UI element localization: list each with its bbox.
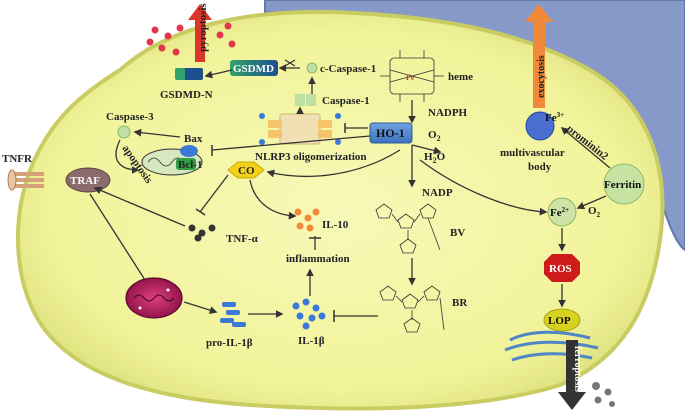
- traf-to-nucleus-line: [89, 193, 146, 281]
- ferritin-label: Ferritin: [604, 179, 641, 191]
- ho1-to-fe2-arrow: [419, 159, 548, 216]
- tnfa-label: TNF-α: [226, 233, 259, 245]
- il1b-dots: [292, 298, 326, 330]
- ferritin-to-fe2-arrow: [576, 195, 607, 210]
- c-caspase1-label: c-Caspase-1: [320, 63, 376, 75]
- gsdmd-n-pore: [175, 68, 203, 80]
- fe3-label: Fe3+: [545, 111, 564, 124]
- ros-label: ROS: [549, 263, 572, 275]
- ho1-label: HO-1: [376, 126, 405, 140]
- br-molecule: [379, 285, 445, 333]
- body-label: body: [528, 161, 552, 173]
- tnfa-dots: [188, 224, 216, 242]
- ferroptosis-debris: [592, 382, 615, 407]
- mitochondrion-bcl1: [141, 145, 203, 176]
- pyroptosis-release-dots: [146, 22, 236, 56]
- bv-label: BV: [450, 227, 465, 239]
- ho1-enzyme: HO-1: [369, 122, 413, 144]
- bax-label: Bax: [184, 133, 203, 145]
- er-stack: [504, 330, 599, 362]
- bv-molecule: [375, 203, 441, 254]
- ferroptosis-label: ferroptosis: [572, 346, 583, 392]
- gsdmd-n-label: GSDMD-N: [160, 89, 213, 101]
- exocytosis-label: exocytosis: [536, 55, 547, 98]
- cell-membrane: [16, 9, 665, 411]
- multivascular-body: Fe3+: [525, 111, 564, 141]
- co-inhibit-tnfa-bar: [195, 208, 206, 216]
- pro-il1b-label: pro-IL-1β: [206, 337, 253, 349]
- c-caspase1-dot: [306, 62, 318, 74]
- pro-il1b-icon: [220, 302, 246, 327]
- traf-protein: TRAF: [65, 167, 111, 193]
- fe2-label: Fe2+: [550, 206, 569, 219]
- co-molecule: CO: [227, 161, 265, 179]
- lop-label: LOP: [548, 315, 571, 327]
- gsdmd-protein: GSDMD: [230, 60, 278, 76]
- apoptosis-arrow: [115, 139, 140, 174]
- co-to-il10-arrow: [249, 179, 297, 220]
- caspase1-protein: [295, 94, 316, 106]
- gsdmd-label: GSDMD: [233, 63, 274, 75]
- il10-dots: [294, 208, 320, 232]
- il1b-label: IL-1β: [298, 335, 325, 347]
- co-inhibit-tnfa: [199, 174, 229, 213]
- caspase3-label: Caspase-3: [106, 111, 154, 123]
- il10-label: IL-10: [322, 219, 349, 231]
- tnfr-label: TNFR: [2, 153, 33, 165]
- fe2-ion: Fe2+: [547, 197, 577, 227]
- o2b-label: O2: [588, 205, 601, 219]
- ho1-inhibit-bax: [211, 135, 371, 151]
- ros: ROS: [544, 254, 580, 282]
- multivascular-label: multivascular: [500, 147, 565, 159]
- ferroptosis-arrow: ferroptosis: [558, 340, 586, 410]
- co-label: CO: [238, 165, 255, 177]
- traf-label: TRAF: [70, 175, 100, 187]
- o2-label: O2: [428, 129, 441, 143]
- nlrp3-complex: [259, 113, 341, 145]
- ho1-to-co-arrow: [266, 149, 401, 178]
- pyroptosis-label: pyroptosis: [197, 3, 209, 52]
- ferritin-to-mvb-arrow: [560, 127, 611, 169]
- heme-label: heme: [448, 71, 473, 83]
- h2o-label: H2O: [424, 151, 446, 165]
- tnfr-receptor: [7, 169, 44, 191]
- caspase1-label: Caspase-1: [322, 95, 370, 107]
- br-label: BR: [452, 297, 468, 309]
- nadp-label: NADP: [422, 187, 453, 199]
- scissors-icon: [284, 59, 296, 67]
- lop: LOP: [543, 308, 581, 332]
- nadph-label: NADPH: [428, 107, 468, 119]
- heme-fe-atom: Fe: [406, 73, 415, 82]
- ferritin: Ferritin: [603, 163, 645, 205]
- caspase3-dot: [117, 125, 131, 139]
- nucleus: [125, 277, 183, 319]
- nlrp3-label: NLRP3 oligomerization: [255, 151, 367, 163]
- tnfa-to-traf-arrow: [93, 186, 186, 227]
- heme-molecule: [380, 50, 444, 102]
- exocytosis-arrow: exocytosis: [525, 4, 553, 108]
- gsdmd-cleave-arrow: [204, 69, 233, 79]
- inflammation-label: inflammation: [286, 253, 350, 265]
- pyroptosis-arrow: pyroptosis: [188, 3, 212, 62]
- nucleus-to-pro-il1b-arrow: [183, 301, 218, 314]
- bax-to-caspase3-arrow: [133, 128, 181, 138]
- bcl1-label: Bcl-1: [178, 159, 202, 171]
- h2o-arrow: [411, 144, 442, 155]
